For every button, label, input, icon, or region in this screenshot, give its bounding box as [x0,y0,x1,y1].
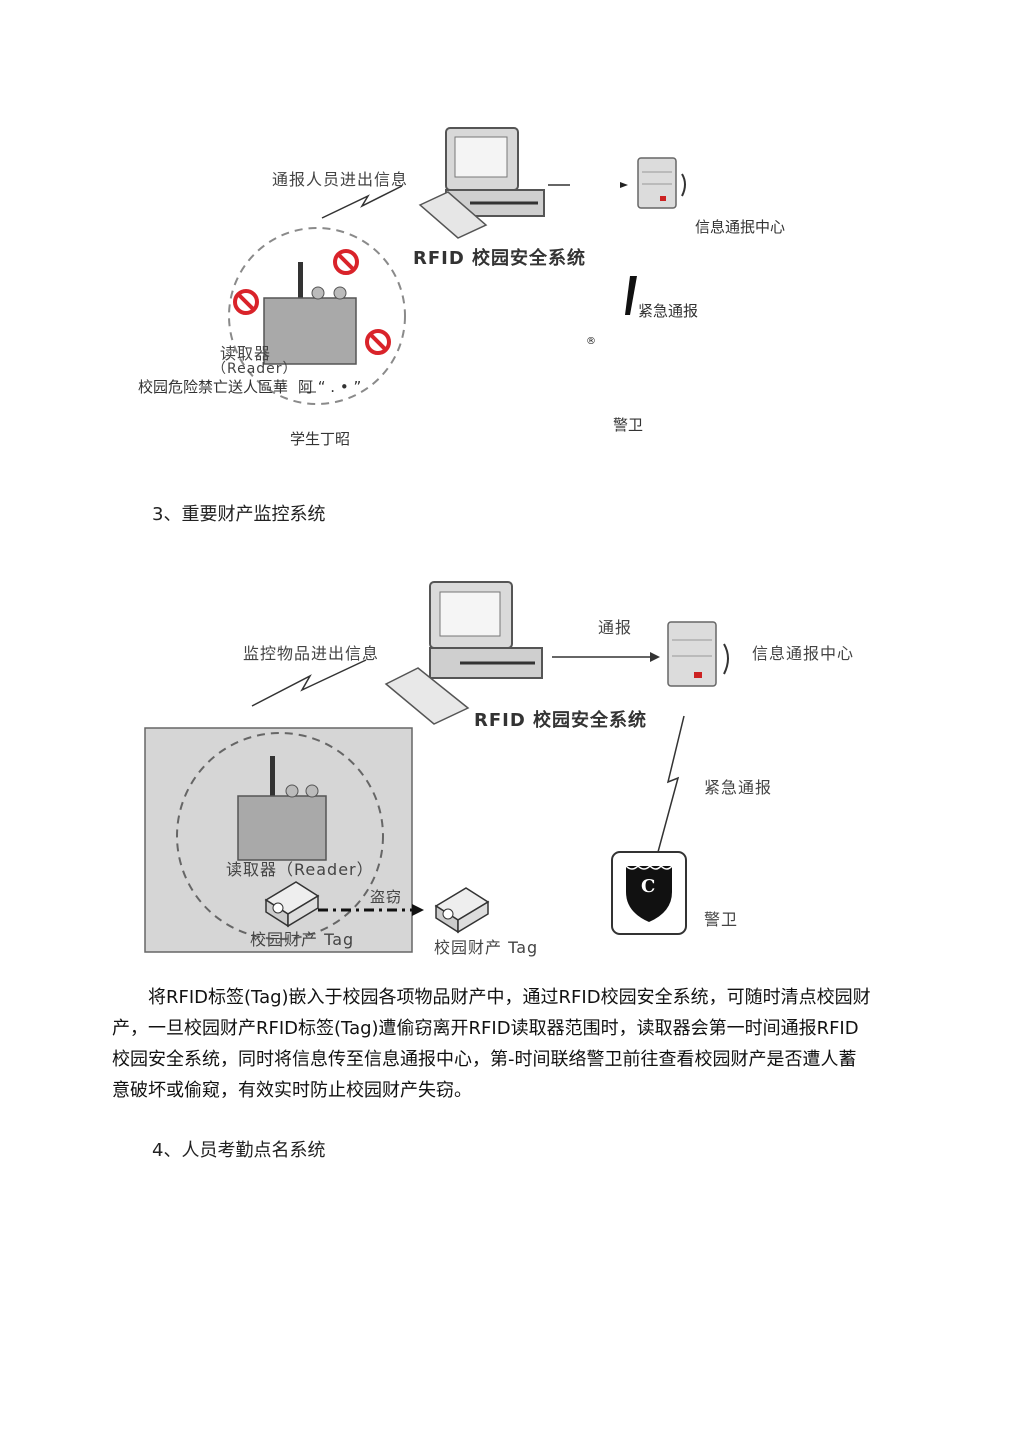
arrow-icon [412,904,424,916]
guard-label: 警卫 [613,416,644,434]
guard-badge-icon [611,851,687,935]
arrow-icon [620,182,628,188]
emergency-link-line [657,715,685,853]
arrow-icon [650,652,660,662]
notify-label: 通报 [598,618,633,637]
prohibited-icon [333,249,359,275]
reader-label: 读取器 [220,344,272,363]
reader-device-icon [263,262,357,365]
asset-tag-projector-icon [264,881,320,928]
report-in-out-label: 通报人员进出信息 [272,170,409,189]
asset-tag-label-right: 校园财产 Tag [434,938,539,957]
emergency-label: 紧急通报 [638,302,699,320]
computer-icon [384,581,543,725]
student-label: 学生丁昭 [290,430,351,448]
danger-zone-circle [228,227,406,405]
section-3-heading: 3、重要财产监控系统 [152,504,326,525]
reader-range-circle [176,732,384,940]
info-center-label: 信息通报中心 [752,644,855,663]
theft-label: 盗窃 [370,888,403,906]
wireless-link-line [321,185,403,219]
badge-letter: C [641,876,656,897]
asset-tag-projector-icon [434,887,490,934]
reader-device-icon [237,756,327,861]
computer-icon [418,127,545,239]
prohibited-icon [233,289,259,315]
zone-extra-label: 阿 “ . • ” [298,378,362,396]
danger-zone-label: 校园危险禁亡送人區華 [138,378,289,396]
emergency-link-line [625,276,637,315]
asset-tag-label-left: 校园财产 Tag [250,930,355,949]
system-label: RFID 校园安全系统 [474,710,648,731]
wireless-link-line [251,659,367,707]
reader-label: 读取器（Reader） [226,860,374,879]
system-label: RFID 校园安全系统 [413,248,587,269]
info-center-device-icon [667,621,729,687]
section-4-heading: 4、人员考勤点名系统 [152,1140,326,1161]
emergency-label: 紧急通报 [704,778,773,797]
info-center-label: 信息通抿中心 [695,218,786,236]
reader-en-label: （Reader） [212,361,298,377]
guard-label: 警卫 [704,910,739,929]
monitor-in-out-label: 监控物品进出信息 [243,644,380,663]
description-paragraph: 将RFID标签(Tag)嵌入于校园各项物品财产中，通过RFID校园安全系统，可随… [112,987,871,1101]
info-center-device-icon [637,157,686,209]
registered-mark: ® [586,336,596,347]
prohibited-icon [365,329,391,355]
